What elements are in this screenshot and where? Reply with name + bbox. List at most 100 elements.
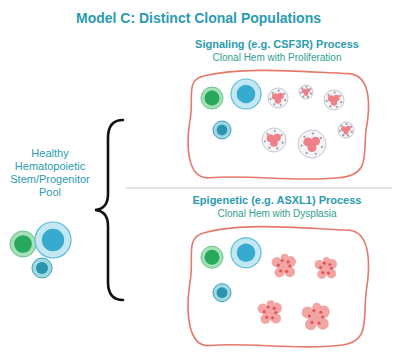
dysplastic-dot bbox=[265, 316, 268, 319]
granule bbox=[274, 130, 276, 132]
dysplastic-lobe bbox=[285, 267, 295, 277]
granule bbox=[283, 93, 285, 95]
dysplastic-lobe bbox=[275, 268, 285, 278]
clone-region: Epigenetic (e.g. ASXL1) ProcessClonal He… bbox=[177, 192, 377, 350]
process-subtitle: Clonal Hem with Proliferation bbox=[177, 51, 377, 64]
green-cell bbox=[201, 246, 223, 268]
pink-nucleus-lobe bbox=[270, 139, 278, 147]
granule bbox=[334, 91, 336, 93]
blue-cell-nucleus bbox=[237, 85, 256, 104]
granule bbox=[336, 106, 338, 108]
granule bbox=[303, 136, 305, 138]
region-group bbox=[188, 227, 368, 347]
dysplastic-dot bbox=[319, 311, 322, 314]
region-blob bbox=[188, 70, 368, 179]
dysplastic-dot bbox=[328, 263, 331, 266]
dysplastic-dot bbox=[267, 305, 270, 308]
granule bbox=[300, 92, 302, 94]
healthy-cells bbox=[10, 222, 71, 278]
dysplastic-dot bbox=[285, 270, 288, 273]
granule bbox=[280, 134, 282, 136]
dysplastic-lobe bbox=[258, 303, 268, 313]
granule bbox=[306, 152, 308, 154]
teal-cell bbox=[213, 121, 231, 139]
proliferating-cell bbox=[299, 85, 313, 99]
dysplastic-dot bbox=[263, 310, 266, 313]
dysplastic-dot bbox=[310, 321, 313, 324]
dysplastic-dot bbox=[317, 321, 320, 324]
dysplastic-dot bbox=[319, 266, 322, 269]
granule bbox=[307, 96, 309, 98]
region-group bbox=[188, 70, 368, 179]
granule bbox=[347, 134, 349, 136]
dysplastic-lobe bbox=[327, 269, 337, 279]
granule bbox=[345, 123, 347, 125]
granule bbox=[284, 99, 286, 101]
granule bbox=[305, 86, 307, 88]
blue-cell bbox=[231, 79, 261, 109]
dysplastic-lobe bbox=[315, 260, 325, 270]
dysplastic-dot bbox=[321, 271, 324, 274]
granule bbox=[276, 147, 278, 149]
blue-cell-nucleus bbox=[42, 229, 64, 251]
granule bbox=[315, 153, 317, 155]
proliferating-cell bbox=[262, 128, 286, 152]
granule bbox=[278, 89, 280, 91]
granule bbox=[268, 147, 270, 149]
dysplastic-lobe bbox=[267, 300, 275, 308]
proliferating-cell bbox=[268, 88, 288, 108]
process-title: Signaling (e.g. CSF3R) Process bbox=[177, 38, 377, 51]
region-blob bbox=[188, 227, 368, 347]
region-heading: Epigenetic (e.g. ASXL1) ProcessClonal He… bbox=[177, 192, 377, 220]
teal-cell-nucleus bbox=[36, 262, 48, 274]
divider-line bbox=[126, 188, 392, 189]
dysplastic-lobe bbox=[302, 307, 314, 319]
granule bbox=[327, 94, 329, 96]
pink-nucleus-lobe bbox=[304, 92, 308, 96]
granule bbox=[351, 131, 353, 133]
granule bbox=[301, 144, 303, 146]
granule bbox=[339, 130, 341, 132]
proliferating-cell bbox=[324, 90, 344, 110]
green-cell-nucleus bbox=[205, 91, 220, 106]
grouping-brace bbox=[95, 120, 123, 300]
granule bbox=[339, 95, 341, 97]
dysplastic-dot bbox=[281, 259, 284, 262]
granule bbox=[329, 105, 331, 107]
dysplastic-dot bbox=[288, 264, 291, 267]
dysplastic-dot bbox=[321, 315, 324, 318]
granule bbox=[264, 140, 266, 142]
dysplastic-lobe bbox=[317, 270, 326, 279]
dysplastic-lobe bbox=[317, 318, 329, 330]
dysplastic-lobe bbox=[272, 257, 282, 267]
dysplastic-dot bbox=[287, 260, 290, 263]
granule bbox=[325, 100, 327, 102]
granule bbox=[281, 142, 283, 144]
proliferating-cell bbox=[338, 122, 354, 138]
dysplastic-lobe bbox=[261, 314, 271, 324]
granule bbox=[302, 95, 304, 97]
dysplastic-dot bbox=[271, 316, 274, 319]
dysplastic-dot bbox=[312, 309, 315, 312]
dysplastic-lobe bbox=[281, 254, 289, 262]
granule bbox=[271, 92, 273, 94]
granule bbox=[266, 133, 268, 135]
granule bbox=[280, 104, 282, 106]
dysplastic-dot bbox=[273, 307, 276, 310]
granule bbox=[321, 146, 323, 148]
teal-cell-nucleus bbox=[217, 287, 228, 298]
process-title: Epigenetic (e.g. ASXL1) Process bbox=[177, 194, 377, 207]
granule bbox=[269, 98, 271, 100]
green-cell bbox=[201, 87, 223, 109]
pink-nucleus-lobe bbox=[275, 97, 281, 103]
dysplastic-dot bbox=[330, 267, 333, 270]
blue-cell bbox=[35, 222, 71, 258]
granule bbox=[342, 134, 344, 136]
pool-label: Healthy Hematopoietic Stem/Progenitor Po… bbox=[2, 147, 98, 199]
green-cell-nucleus bbox=[14, 235, 32, 253]
dysplastic-dot bbox=[279, 269, 282, 272]
pink-nucleus-lobe bbox=[308, 143, 317, 152]
dysplastic-dot bbox=[323, 262, 326, 265]
clone-region: Signaling (e.g. CSF3R) ProcessClonal Hem… bbox=[177, 36, 377, 182]
diagram-title: Model C: Distinct Clonal Populations bbox=[0, 10, 397, 26]
